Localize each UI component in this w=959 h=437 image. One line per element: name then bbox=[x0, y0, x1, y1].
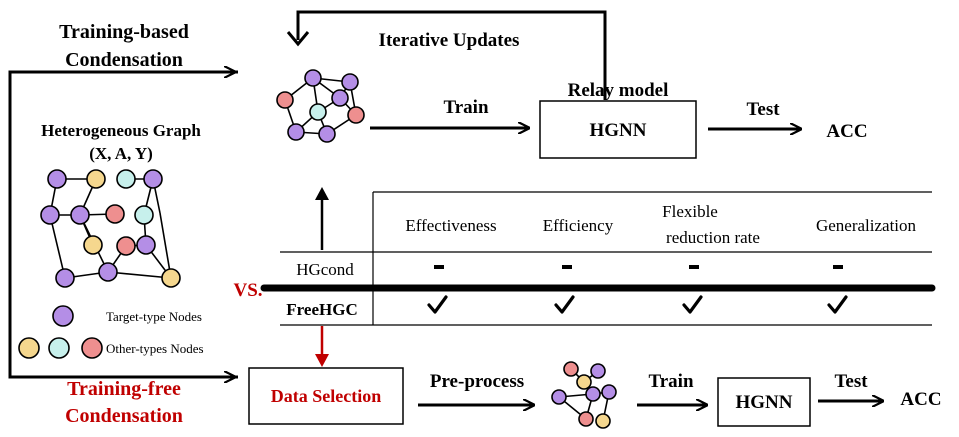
top-hgnn-box bbox=[539, 100, 697, 159]
freehgc-check-reduction bbox=[682, 295, 703, 314]
up-arrow-head bbox=[315, 187, 329, 200]
iterative-loop-line bbox=[296, 10, 607, 100]
row-hgcond: HGcond bbox=[296, 260, 354, 279]
bottom-test-label: Test bbox=[834, 371, 868, 392]
top-test-label: Test bbox=[746, 99, 780, 120]
hgcond-mark-efficiency bbox=[562, 265, 572, 269]
legend-target-label: Target-type Nodes bbox=[106, 309, 202, 324]
bottom-condensed-graph bbox=[551, 361, 617, 429]
training-based-label-2: Condensation bbox=[65, 49, 183, 71]
bottom-hgnn-label: HGNN bbox=[736, 392, 793, 413]
hgcond-mark-generalization bbox=[833, 265, 843, 269]
heterogeneous-graph bbox=[40, 169, 181, 288]
bottom-hgnn-box bbox=[717, 377, 811, 427]
legend-target-swatch bbox=[52, 305, 74, 327]
col-reduction-rate: reduction rate bbox=[666, 228, 760, 247]
legend-other-label: Other-types Nodes bbox=[106, 341, 204, 356]
hgcond-mark-reduction bbox=[689, 265, 699, 269]
top-hgnn-label: HGNN bbox=[590, 120, 647, 141]
col-generalization: Generalization bbox=[816, 216, 917, 235]
data-selection-label: Data Selection bbox=[271, 386, 381, 406]
legend-cyan-swatch bbox=[48, 337, 70, 359]
freehgc-check-effectiveness bbox=[427, 295, 448, 314]
iterative-loop-arrowhead bbox=[286, 31, 310, 47]
preprocess-label: Pre-process bbox=[430, 371, 524, 392]
data-selection-box bbox=[248, 367, 404, 425]
hetero-graph-subtitle: (X, A, Y) bbox=[89, 144, 153, 163]
red-down-arrow-head bbox=[315, 354, 329, 367]
legend-yellow-swatch bbox=[18, 337, 40, 359]
legend-red-swatch bbox=[81, 337, 103, 359]
relay-model-label: Relay model bbox=[568, 80, 669, 101]
bottom-acc-label: ACC bbox=[900, 389, 941, 410]
col-flexible: Flexible bbox=[662, 202, 718, 221]
bottom-train-label: Train bbox=[648, 371, 693, 392]
top-train-label: Train bbox=[443, 97, 488, 118]
freehgc-check-efficiency bbox=[554, 295, 575, 314]
freehgc-marks bbox=[427, 295, 848, 314]
top-condensed-graph bbox=[276, 69, 365, 143]
training-free-label-2: Condensation bbox=[65, 405, 183, 427]
freehgc-check-generalization bbox=[827, 295, 848, 314]
iterative-updates-label: Iterative Updates bbox=[379, 30, 520, 51]
top-acc-label: ACC bbox=[826, 121, 867, 142]
hgcond-mark-effectiveness bbox=[434, 265, 444, 269]
hetero-graph-title: Heterogeneous Graph bbox=[41, 121, 201, 140]
col-effectiveness: Effectiveness bbox=[405, 216, 496, 235]
training-free-label-1: Training-free bbox=[67, 378, 181, 400]
col-efficiency: Efficiency bbox=[543, 216, 614, 235]
row-freehgc: FreeHGC bbox=[286, 300, 357, 319]
hgcond-marks bbox=[434, 265, 843, 269]
training-based-label-1: Training-based bbox=[59, 21, 189, 43]
left-bracket-connector bbox=[8, 70, 238, 379]
vs-label: VS. bbox=[233, 280, 262, 301]
